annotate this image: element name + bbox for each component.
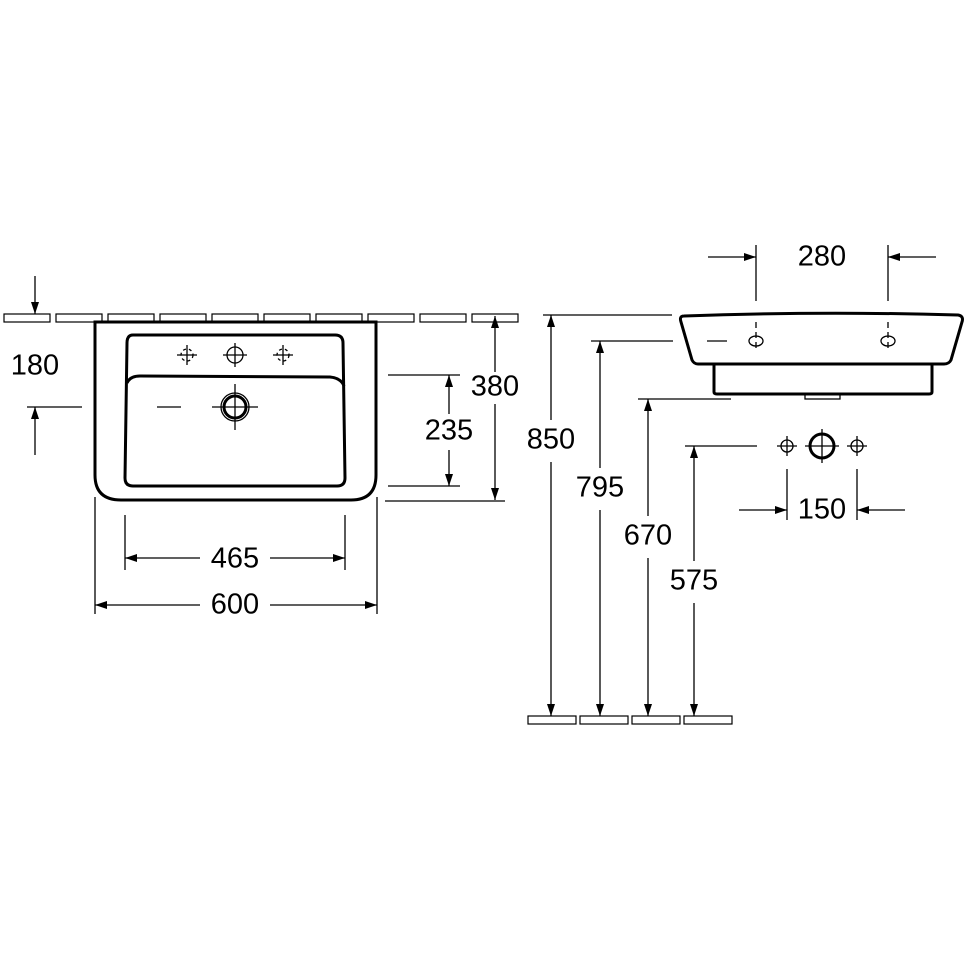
basin-bowl [123,333,347,488]
dimension-850: 850 [527,424,575,456]
basin-side-profile [678,311,964,366]
dimension-180: 180 [11,350,59,382]
side-view: 280 850 795 670 575 150 [527,241,964,725]
basin-outline [93,320,378,502]
drain-icon [157,384,258,430]
dimension-235: 235 [425,415,473,447]
side-hole-icon [707,322,896,350]
dimension-795: 795 [576,472,624,504]
dimension-600: 600 [211,589,259,621]
dimension-380: 380 [471,371,519,403]
dimension-575: 575 [670,565,718,597]
front-view: 180 380 235 465 600 [3,276,519,621]
dimension-280: 280 [798,241,846,273]
bowl-shelf-edge [125,374,346,387]
floor-tiles [527,715,733,725]
dimension-150: 150 [798,494,846,526]
dimension-465: 465 [211,543,259,575]
wall-tiles [3,313,519,323]
waste-hole-icon [777,429,867,463]
tap-hole-icon [177,343,293,367]
dimension-670: 670 [624,520,672,552]
waste-outlet [804,393,841,400]
basin-underbody [712,364,934,396]
